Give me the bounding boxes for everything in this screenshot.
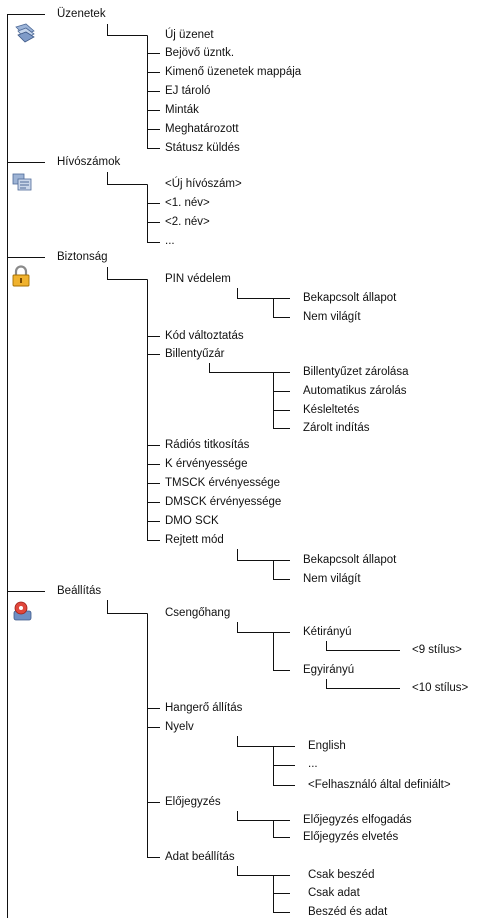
beallitas-elojegyzes: Előjegyzés — [165, 796, 221, 808]
biztonsag-tmsck: TMSCK érvényessége — [165, 477, 281, 489]
hivoszamok-item-2: <1. név> — [165, 197, 210, 209]
biztonsag-dmo: DMO SCK — [165, 515, 219, 527]
egyiranyu-stilus: <10 stílus> — [412, 682, 469, 694]
uzenetek-item-3: Kimenő üzenetek mappája — [165, 66, 302, 78]
ketiranyu-stilus: <9 stílus> — [412, 644, 462, 656]
adat-csak-adat: Csak adat — [308, 887, 360, 899]
hivoszamok-item-3: <2. név> — [165, 216, 210, 228]
menu-hivoszamok-title: Hívószámok — [57, 156, 121, 168]
elojegyzes-elvetes: Előjegyzés elvetés — [303, 831, 399, 843]
elojegyzes-elfogadas: Előjegyzés elfogadás — [303, 814, 412, 826]
adat-csak-beszed: Csak beszéd — [308, 869, 375, 881]
nyelv-more: ... — [308, 758, 318, 770]
adat-beszed-es-adat: Beszéd és adat — [308, 906, 388, 918]
biztonsag-pin-off: Nem világít — [303, 311, 361, 323]
biztonsag-pin-on: Bekapcsolt állapot — [303, 292, 397, 304]
uzenetek-item-4: EJ tároló — [165, 85, 211, 97]
settings-icon — [13, 601, 32, 621]
billentyuzar-item-1: Billentyűzet zárolása — [303, 366, 409, 378]
csengohang-egyiranyu: Egyirányú — [303, 664, 355, 676]
nyelv-felhasznalo: <Felhasználó által definiált> — [308, 779, 451, 791]
uzenetek-item-5: Minták — [165, 104, 199, 116]
menu-beallitas-title: Beállítás — [57, 585, 102, 597]
billentyuzar-item-3: Késleltetés — [303, 404, 360, 416]
hivoszamok-item-4: ... — [165, 235, 175, 247]
uzenetek-item-2: Bejövő üzntk. — [165, 47, 235, 59]
billentyuzar-item-2: Automatikus zárolás — [303, 385, 407, 397]
contacts-icon — [12, 173, 32, 191]
rejtett-on: Bekapcsolt állapot — [303, 554, 397, 566]
menu-biztonsag-title: Biztonság — [57, 251, 108, 263]
biztonsag-dmsck: DMSCK érvényessége — [165, 496, 282, 508]
rejtett-off: Nem világít — [303, 573, 361, 585]
nyelv-english: English — [308, 740, 346, 752]
padlock-icon — [12, 265, 30, 287]
beallitas-nyelv: Nyelv — [165, 721, 194, 733]
uzenetek-item-1: Új üzenet — [165, 29, 214, 41]
biztonsag-radios: Rádiós titkosítás — [165, 439, 250, 451]
beallitas-adat: Adat beállítás — [165, 851, 235, 863]
biztonsag-billentyuzar: Billentyűzár — [165, 348, 225, 360]
biztonsag-kod: Kód változtatás — [165, 330, 244, 342]
beallitas-csengohang: Csengőhang — [165, 607, 231, 619]
csengohang-ketiranyu: Kétirányú — [303, 626, 352, 638]
hivoszamok-item-1: <Új hívószám> — [165, 178, 242, 190]
beallitas-hangero: Hangerő állítás — [165, 702, 243, 714]
billentyuzar-item-4: Zárolt indítás — [303, 422, 370, 434]
biztonsag-rejtett: Rejtett mód — [165, 534, 224, 546]
uzenetek-item-7: Státusz küldés — [165, 142, 240, 154]
envelope-icon — [15, 23, 35, 43]
uzenetek-item-6: Meghatározott — [165, 123, 239, 135]
biztonsag-pin: PIN védelem — [165, 273, 231, 285]
biztonsag-k: K érvényessége — [165, 458, 248, 470]
menu-uzenetek-title: Üzenetek — [57, 8, 106, 20]
